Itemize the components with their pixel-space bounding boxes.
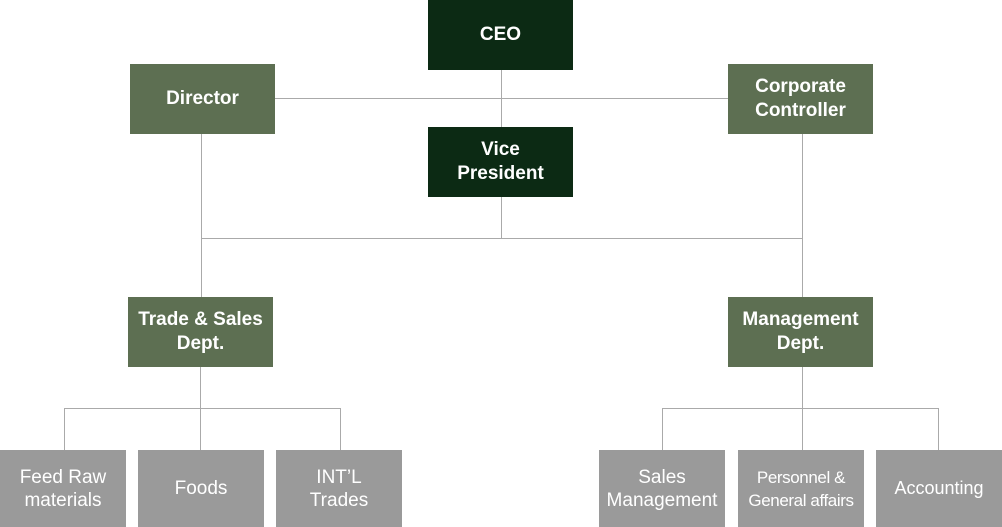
personnel-general-affairs-label: Personnel & General affairs bbox=[748, 467, 854, 510]
management-dept-label: Management Dept. bbox=[742, 309, 859, 354]
management-dept-box: Management Dept. bbox=[728, 297, 873, 367]
corporate-controller-box: Corporate Controller bbox=[728, 64, 873, 134]
ceo-box: CEO bbox=[428, 0, 573, 70]
accounting-box: Accounting bbox=[876, 450, 1002, 527]
trade-sales-dept-label: Trade & Sales Dept. bbox=[138, 309, 263, 354]
trade-sales-dept-box: Trade & Sales Dept. bbox=[128, 297, 273, 367]
ceo-label: CEO bbox=[479, 24, 522, 45]
director-box: Director bbox=[130, 64, 275, 134]
personnel-general-affairs-box: Personnel & General affairs bbox=[738, 450, 864, 527]
feed-raw-materials-box: Feed Raw materials bbox=[0, 450, 126, 527]
foods-box: Foods bbox=[138, 450, 264, 527]
vice-president-label: Vice President bbox=[457, 139, 544, 184]
vice-president-box: Vice President bbox=[428, 127, 573, 197]
sales-management-box: Sales Management bbox=[599, 450, 725, 527]
intl-trades-label: INT’L Trades bbox=[309, 466, 369, 511]
corporate-controller-label: Corporate Controller bbox=[755, 76, 846, 121]
foods-label: Foods bbox=[174, 478, 228, 499]
sales-management-label: Sales Management bbox=[606, 466, 718, 511]
feed-raw-materials-label: Feed Raw materials bbox=[19, 466, 107, 511]
accounting-label: Accounting bbox=[894, 478, 984, 498]
intl-trades-box: INT’L Trades bbox=[276, 450, 402, 527]
director-label: Director bbox=[166, 88, 239, 109]
